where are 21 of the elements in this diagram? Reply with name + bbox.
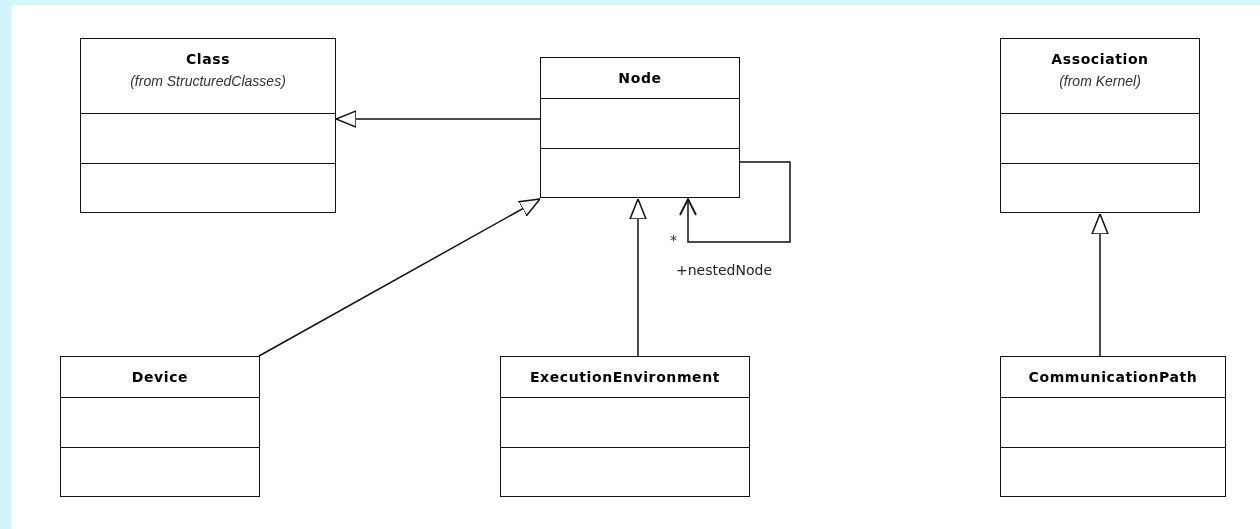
class-name: Node [618, 70, 662, 86]
package-note: (from Kernel) [1059, 73, 1141, 89]
class-box [500, 356, 750, 497]
package-note: (from StructuredClasses) [130, 73, 286, 89]
class-box [1000, 38, 1200, 213]
class-box [60, 356, 260, 497]
class-name: ExecutionEnvironment [529, 369, 721, 385]
generalization-arrow [1091, 213, 1109, 357]
class-name: CommunicationPath [1028, 369, 1198, 385]
class-box [80, 38, 336, 213]
generalization-arrow [335, 110, 541, 128]
generalization-arrow [258, 198, 541, 357]
generalization-arrow [629, 198, 647, 357]
class-name: Association [1051, 51, 1149, 67]
multiplicity-label: * [670, 232, 677, 248]
class-box [1000, 356, 1226, 497]
class-name: Device [131, 369, 189, 385]
class-name: Class [185, 51, 231, 67]
class-box [540, 57, 740, 198]
role-name: +nestedNode [676, 262, 773, 278]
association-arrow [679, 161, 791, 243]
